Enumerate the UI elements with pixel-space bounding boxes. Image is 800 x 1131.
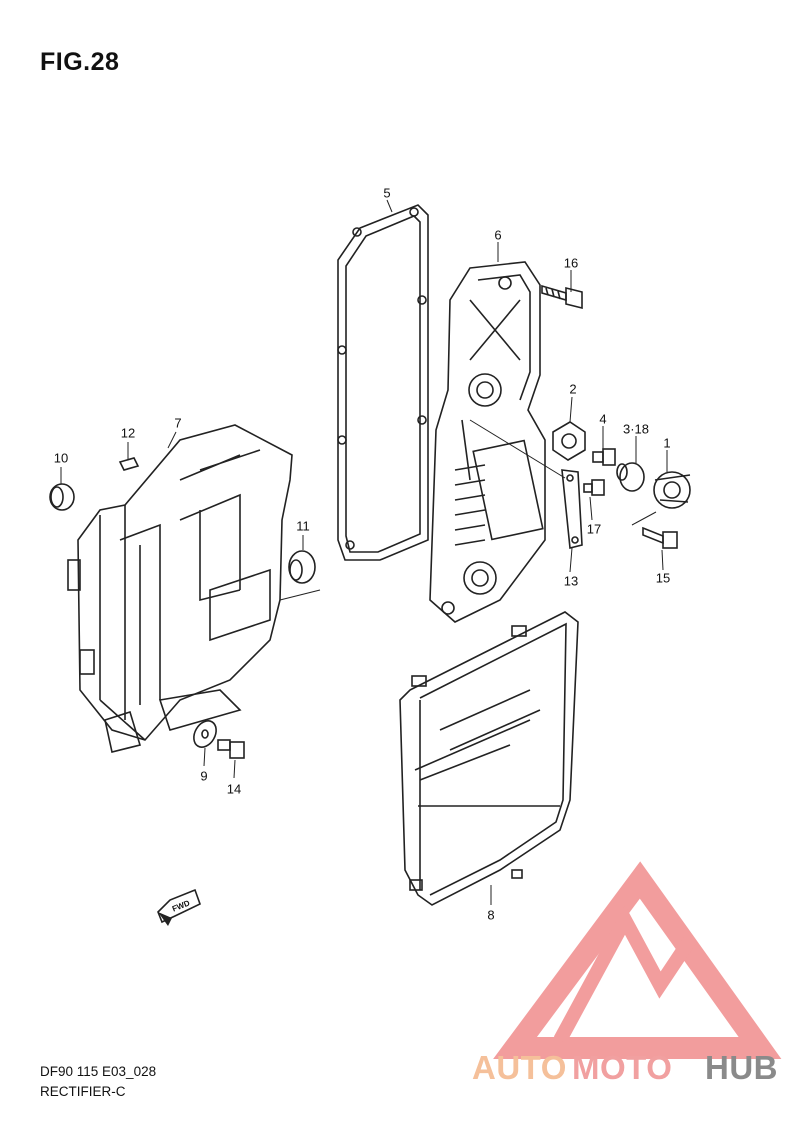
callout-4: 4 bbox=[599, 411, 607, 427]
rectifier-plate-part bbox=[429, 261, 566, 623]
pad-12-part bbox=[118, 457, 140, 471]
callout-3-18: 3·18 bbox=[622, 421, 650, 437]
bolt-14-part bbox=[217, 739, 245, 759]
cover-8-part bbox=[399, 611, 579, 906]
diagram-name: RECTIFIER-C bbox=[40, 1084, 126, 1099]
callout-17: 17 bbox=[586, 521, 602, 537]
figure-title: FIG.28 bbox=[40, 48, 120, 76]
callout-7: 7 bbox=[174, 415, 182, 431]
collar-part bbox=[616, 462, 645, 492]
callout-2: 2 bbox=[569, 381, 577, 397]
bolt-17-part bbox=[583, 479, 605, 496]
strap-13-part bbox=[561, 469, 583, 550]
grommet-2-part bbox=[552, 421, 586, 461]
callout-14: 14 bbox=[226, 781, 242, 797]
grommet-10-part bbox=[49, 483, 75, 511]
watermark-logo-icon bbox=[493, 861, 782, 1059]
screw-4-part bbox=[592, 448, 616, 466]
watermark-moto: MOTO bbox=[572, 1049, 673, 1086]
callout-1: 1 bbox=[663, 435, 671, 451]
washer-9-part bbox=[193, 720, 217, 748]
watermark-auto: AUTO bbox=[472, 1049, 567, 1086]
gasket-part bbox=[337, 204, 429, 561]
callout-9: 9 bbox=[200, 768, 208, 784]
fwd-arrow-icon bbox=[157, 888, 201, 926]
callout-8: 8 bbox=[487, 907, 495, 923]
leader-lines bbox=[60, 199, 668, 905]
callout-12: 12 bbox=[120, 425, 136, 441]
callout-11: 11 bbox=[296, 518, 310, 534]
housing-7-part bbox=[67, 424, 321, 753]
callout-6: 6 bbox=[494, 227, 502, 243]
callout-5: 5 bbox=[383, 185, 391, 201]
callout-16: 16 bbox=[563, 255, 579, 271]
callout-13: 13 bbox=[563, 573, 579, 589]
watermark-hub: HUB bbox=[705, 1049, 778, 1086]
bolt-16-part bbox=[541, 284, 583, 310]
diagram-code: DF90 115 E03_028 bbox=[40, 1064, 157, 1079]
grommet-11-part bbox=[288, 550, 316, 584]
callout-15: 15 bbox=[655, 570, 671, 586]
bracket-1-part bbox=[653, 471, 691, 509]
bolt-15-part bbox=[631, 511, 678, 549]
callout-10: 10 bbox=[53, 450, 69, 466]
